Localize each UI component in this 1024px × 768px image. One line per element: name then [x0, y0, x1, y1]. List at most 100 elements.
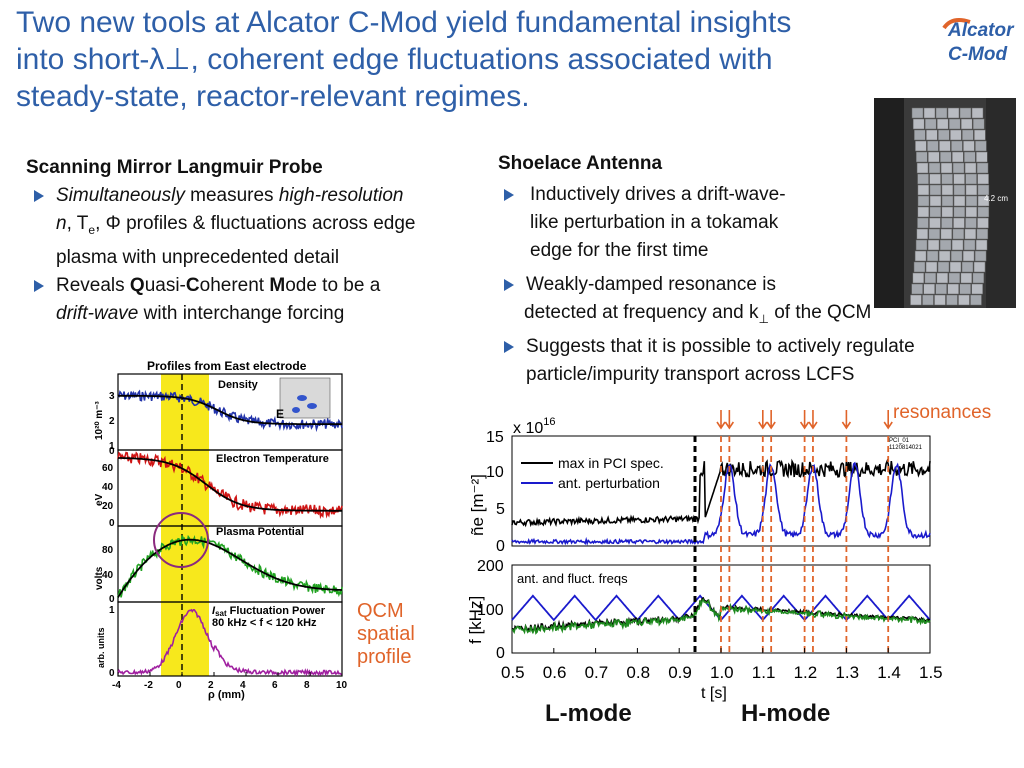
logo-swoosh-icon: [942, 18, 971, 30]
resonances-label: resonances: [893, 402, 992, 423]
antenna-tile: [977, 195, 990, 207]
antenna-tile: [963, 140, 975, 152]
antenna-tile: [962, 129, 974, 141]
antenna-tile: [959, 107, 972, 119]
bullet-reveals-qcm: Reveals Quasi-Coherent Mode to be a drif…: [34, 272, 504, 328]
antenna-tile: [915, 140, 927, 152]
bullet-weakly-damped: Weakly-damped resonance is detected at f…: [504, 271, 1014, 333]
shoe-xtick-label: 1.4: [877, 663, 901, 682]
antenna-tile: [913, 261, 926, 273]
logo-line-2: C-Mod: [948, 44, 1008, 65]
antenna-tile: [952, 151, 964, 163]
antenna-tile: [941, 217, 953, 229]
slide-title: Two new tools at Alcator C-Mod yield fun…: [16, 4, 936, 115]
antenna-tile: [929, 217, 941, 229]
antenna-tile: [927, 140, 939, 152]
p2-tick: 0: [109, 518, 115, 529]
temperature-curve-raw: [117, 451, 343, 520]
resonance-arrow-icon: [808, 410, 818, 430]
antenna-tile: [960, 118, 973, 130]
bottom-ytick: 200: [477, 558, 504, 575]
antenna-tile: [953, 217, 965, 229]
density-curve-fit: [118, 394, 342, 426]
p1-tick: 3: [109, 391, 115, 402]
antenna-tile: [939, 140, 951, 152]
antenna-tile: [971, 283, 983, 295]
antenna-tile: [938, 129, 950, 141]
shoelace-antenna-photo: 4.2 cm: [874, 98, 1016, 308]
density-ylabel: 10²⁰ m⁻³: [94, 401, 105, 440]
shoe-xtick-label: 1.1: [752, 663, 776, 682]
electrode-E-label: E: [276, 407, 284, 421]
qcm-band: [161, 374, 209, 676]
antenna-tile: [934, 294, 946, 306]
antenna-tile: [914, 129, 926, 141]
antenna-tile: [917, 184, 930, 196]
time-xlabel: t [s]: [701, 685, 727, 702]
legend-ant-perturbation: ant. perturbation: [558, 475, 660, 491]
antenna-photo-image: 4.2 cm: [874, 98, 1016, 308]
ne-ylabel: ñe [m⁻²]: [468, 474, 487, 536]
antenna-tile: [924, 118, 937, 130]
antenna-tile: [923, 107, 936, 119]
antenna-tile: [960, 272, 973, 284]
langmuir-bullets: Simultaneously measures high-resolution …: [34, 182, 504, 328]
antenna-tile: [917, 173, 929, 185]
antenna-tile: [963, 239, 976, 251]
fluct-power-label: Isat Fluctuation Power: [212, 605, 326, 618]
p1-tick: 2: [109, 416, 115, 427]
antenna-tile: [926, 129, 938, 141]
resonance-arrow-icon: [799, 410, 810, 430]
antenna-tile: [929, 195, 942, 207]
power-ylabel: arb. units: [96, 627, 106, 668]
antenna-tile: [911, 283, 923, 295]
antenna-tile: [976, 228, 989, 240]
antenna-tile: [976, 151, 988, 163]
legend-max-pci: max in PCI spec.: [558, 455, 664, 471]
antenna-tile: [929, 184, 942, 196]
antenna-tile: [959, 283, 971, 295]
antenna-tile: [977, 206, 990, 218]
photo-scale-label: 4.2 cm: [984, 194, 1008, 203]
antenna-tile: [936, 272, 949, 284]
antenna-tile: [953, 206, 966, 218]
antenna-tile: [938, 250, 951, 262]
p4-tick: 1: [109, 605, 115, 616]
antenna-tile: [941, 206, 954, 218]
shoelace-antenna-heading: Shoelace Antenna: [498, 153, 663, 174]
antenna-tile: [949, 261, 962, 273]
antenna-tile: [965, 173, 977, 185]
probe-xtick-label: 6: [272, 680, 278, 691]
antenna-tile: [936, 118, 949, 130]
antenna-tile: [977, 217, 989, 229]
antenna-tile: [935, 283, 947, 295]
antenna-tile: [975, 140, 987, 152]
antenna-tile: [976, 162, 989, 174]
bullet-triangle-icon: [504, 279, 514, 291]
shoe-xtick-label: 1.2: [794, 663, 818, 682]
antenna-tile: [965, 195, 978, 207]
antenna-tile: [940, 228, 953, 240]
ant-perturbation-trace: [511, 461, 931, 546]
electrode-marker: [292, 407, 300, 413]
fluct-power-curve: [117, 608, 343, 677]
antenna-tile: [923, 283, 935, 295]
p2-tick: 60: [102, 463, 114, 474]
rho-xlabel: ρ (mm): [208, 689, 245, 701]
bullet-triangle-icon: [34, 279, 44, 292]
probe-xtick-label: 4: [240, 680, 246, 691]
p3-tick: 80: [102, 545, 114, 556]
antenna-tile: [950, 129, 962, 141]
antenna-tile: [965, 184, 978, 196]
temperature-ylabel: eV: [94, 493, 105, 506]
shoe-xtick-label: 0.5: [501, 663, 525, 682]
bullet-triangle-icon: [504, 189, 514, 201]
antenna-tile: [962, 250, 975, 262]
bottom-ytick: 100: [477, 602, 504, 619]
potential-curve-raw: [117, 534, 343, 598]
bullet-triangle-icon: [34, 190, 44, 202]
bullet-inductively: Inductively drives a drift-wave- like pe…: [504, 181, 1014, 265]
antenna-tile: [929, 206, 942, 218]
antenna-tile: [946, 294, 958, 306]
l-mode-label: L-mode: [545, 700, 632, 727]
